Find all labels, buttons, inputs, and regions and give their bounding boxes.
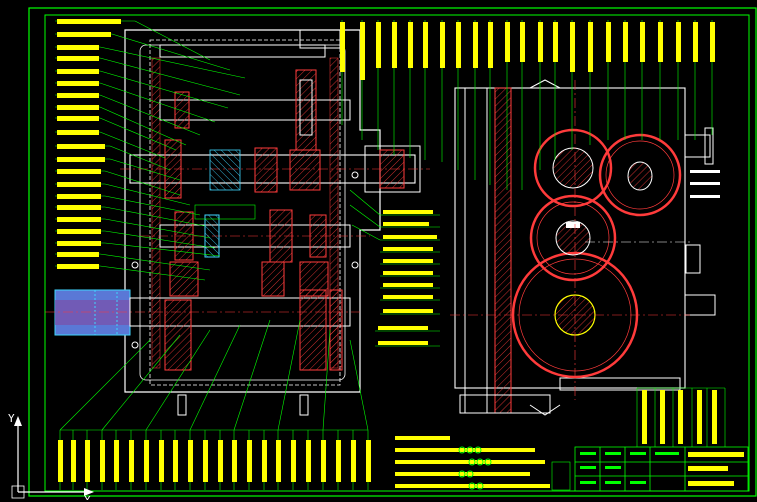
technical-notes[interactable] (395, 436, 550, 490)
left-callouts[interactable] (55, 19, 246, 281)
parts-list-stubs[interactable] (636, 387, 726, 447)
drawing-frame (28, 7, 757, 497)
ucs-x-label: X (84, 494, 91, 500)
title-block[interactable] (551, 446, 749, 492)
bottom-callouts[interactable] (58, 319, 371, 490)
ucs-axis-icon: Y X (8, 412, 94, 500)
top-callouts[interactable] (340, 20, 715, 190)
front-section-view[interactable] (45, 29, 430, 416)
center-callouts[interactable] (349, 170, 720, 347)
ucs-y-label: Y (8, 412, 15, 425)
